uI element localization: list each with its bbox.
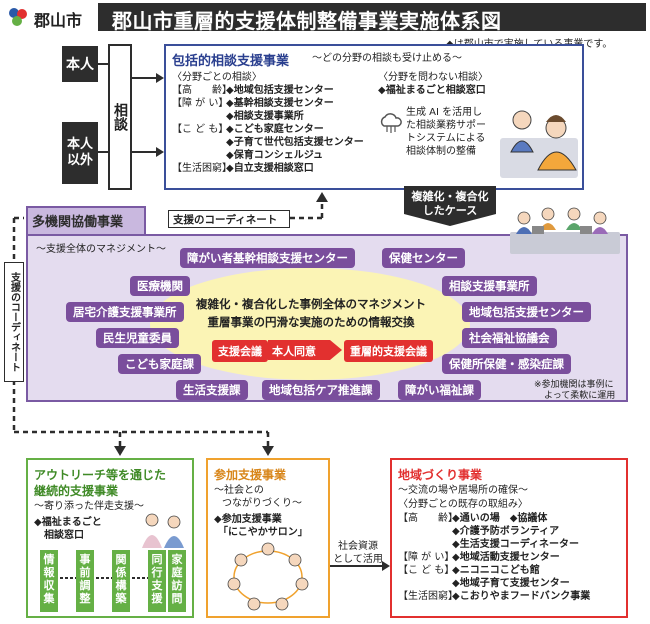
field-item: ◆地域包括支援センター [226,85,334,96]
salon-circle-illustration [227,542,309,611]
outreach-item-1: ◆福祉まるごと [34,517,102,528]
outreach-item-2: 相談窓口 [44,530,84,541]
step-info-collect: 情報収集 [40,550,58,612]
chip-seikatsu-shien: 生活支援課 [176,380,248,400]
chip-chiiki-care: 地域包括ケア推進課 [262,380,380,400]
management-label: ～支援全体のマネジメント～ [36,244,166,255]
community-title: 地域づくり事業 [398,468,483,482]
community-item: ◆こおりやまフードバンク事業 [452,591,591,602]
field-row: 【障 が い】 [172,98,229,109]
field-item: ◆相談支援事業所 [226,111,304,122]
community-item: ◆通いの場 ◆協議体 [452,513,548,524]
chip-kyotaku-kaigo: 居宅介護支援事業所 [66,302,184,322]
ai-description: 生成 AI を活用し た相談業務サポー トシステムによる 相談体制の整備 [406,107,486,157]
community-row: 【生活困窮】 [398,591,458,602]
title-banner [98,3,646,31]
city-emblem-icon [9,8,27,26]
chip-minsei-jido: 民生児童委員 [96,328,179,348]
any-field-heading: 〈分野を問わない相談〉 [378,72,488,83]
honnin-igai-label: 本人以外 [66,137,93,168]
multi-agency-title: 多機関協働事業 [32,215,124,230]
field-row: 【高 齢】 [172,85,232,96]
field-item: ◆保育コンシェルジュ [226,150,323,161]
jusou-shien-kaigi: 重層的支援会議 [344,340,433,362]
honnin-label: 本人 [66,57,94,73]
field-item: ◆基幹相談支援センター [226,98,334,109]
chip-shogai-fukushi: 障がい福祉課 [398,380,481,400]
side-coordinate-label: 支援のコーディネート [8,272,20,372]
community-item: ◆生活支援コーディネーター [452,539,579,550]
participation-frame [206,458,330,618]
chip-hoken-center: 保健センター [382,248,465,268]
community-heading: 〈分野ごとの既存の取組み〉 [398,499,528,510]
field-item: ◆自立支援相談窓口 [226,163,314,174]
community-row: 【高 齢】 [398,513,458,524]
chip-soudan-shien: 相談支援事業所 [442,276,537,296]
cloud-ai-icon [380,113,402,133]
multi-agency-title-box [26,206,146,234]
down-arrow-complex [404,186,496,226]
chip-chiiki-houkatsu: 地域包括支援センター [462,302,591,322]
counseling-illustration [500,110,578,178]
flow-arrow [268,340,342,360]
community-frame [390,458,628,618]
meeting-illustration [510,207,620,254]
step-home-visit: 家庭訪問 [168,550,186,612]
step-accompany: 同行支援 [148,550,166,612]
page-title: 郡山市重層的支援体制整備事業実施体系図 [112,9,502,33]
companion-illustration [142,513,184,548]
chip-shakai-fukushi: 社会福祉協議会 [462,328,557,348]
any-field-item: ◆福祉まるごと相談窓口 [378,85,486,96]
comprehensive-title: 包括的相談支援事業 [172,54,290,69]
community-row: 【こ ど も】 [398,565,455,576]
by-field-heading: 〈分野ごとの相談〉 [172,72,262,83]
field-item: ◆子育て世代包括支援センター [226,137,364,148]
side-coordinate-box: 支援のコーディネート [4,262,24,382]
participation-title: 参加支援事業 [214,468,287,482]
complex-case-label: 複雑化・複合化 したケース [411,190,489,217]
community-item: ◆介護予防ボランティア [452,526,560,537]
participation-item-2: 「にこやかサロン」 [218,527,308,538]
city-logo: 郡山市 [4,4,94,30]
outreach-title-2: 継続的支援事業 [34,484,119,498]
field-row: 【生活困窮】 [172,163,232,174]
center-line-2: 重層事業の円滑な実施のための情報交換 [207,315,415,329]
honnin-box: 本人 [62,46,98,82]
chip-kodomo-katei: こども家庭課 [118,354,201,374]
community-subtitle: ～交流の場や居場所の確保～ [398,485,528,496]
community-item: ◆ニコニコこども館 [452,565,540,576]
step-relationship: 関係構築 [112,550,130,612]
chip-shogai-kikan: 障がい者基幹相談支援センター [180,248,355,268]
participation-note: ※参加機関は事例に よって柔軟に運用 [534,380,616,401]
field-item: ◆こども家庭センター [226,124,324,135]
community-item: ◆地域活動支援センター [452,552,560,563]
comprehensive-subtitle: ～どの分野の相談も受け止める～ [312,53,462,64]
city-logo-text: 郡山市 [34,11,83,30]
participation-sub-2: つながりづくり～ [222,498,302,509]
shien-kaigi: 支援会議 [212,340,268,362]
community-item: ◆地域子育て支援センター [452,578,570,589]
outreach-title-1: アウトリーチ等を通じた [34,468,167,482]
coordinate-label-box [168,210,290,228]
community-row: 【障 が い】 [398,552,455,563]
social-resource-label: 社会資源 として活用 [333,541,383,565]
outreach-subtitle: ～寄り添った伴走支援～ [34,501,144,512]
chip-iryo-kikan: 医療機関 [130,276,190,296]
chip-hokenjo: 保健所保健・感染症課 [442,354,571,374]
honnin-igai-box: 本人以外 [62,122,98,184]
participation-item-1: ◆参加支援事業 [214,514,282,525]
soudan-box: 相談 [108,44,132,190]
field-row: 【こ ど も】 [172,124,229,135]
center-line-1: 複雑化・複合化した事例全体のマネジメント [196,297,426,311]
step-pre-adjust: 事前調整 [76,550,94,612]
coordinate-label: 支援のコーディネート [173,214,278,226]
participation-sub-1: ～社会との [214,485,264,496]
soudan-label: 相談 [112,103,128,131]
honnin-doi: 本人同意 [272,345,316,358]
